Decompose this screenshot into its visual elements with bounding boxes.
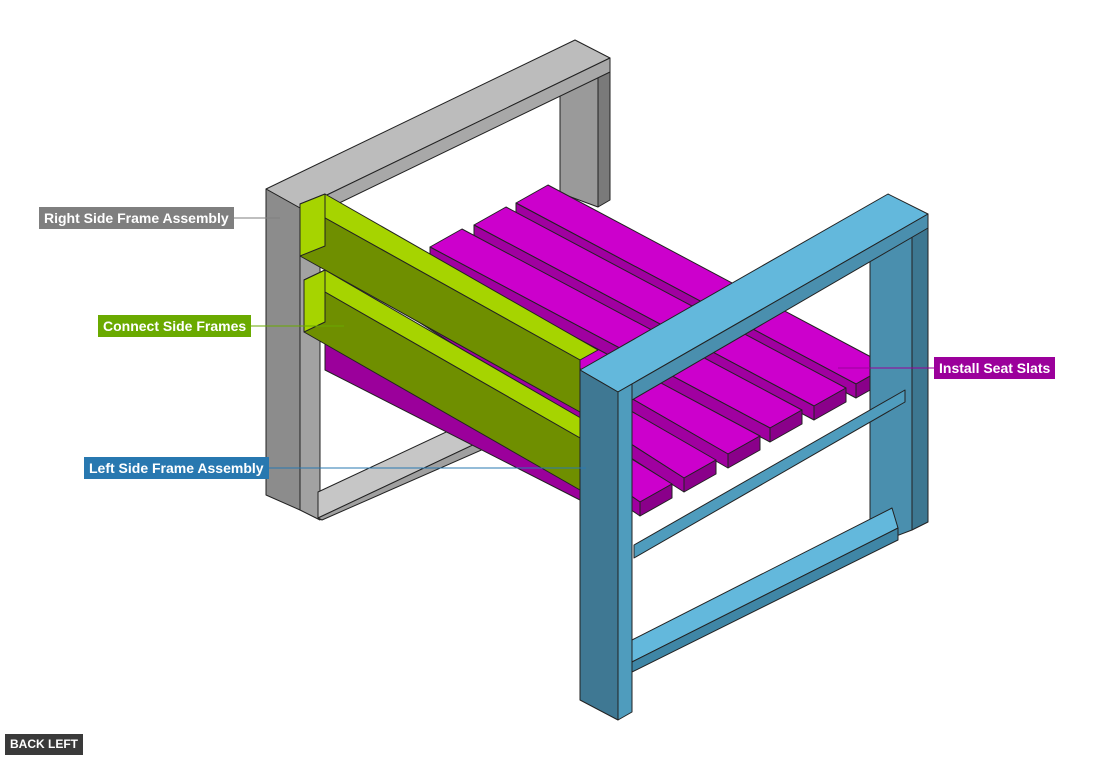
callout-install-seat-slats: Install Seat Slats <box>934 357 1056 379</box>
right-side-frame <box>265 39 611 521</box>
view-orientation-label: BACK LEFT <box>5 734 83 755</box>
callout-right-side-frame: Right Side Frame Assembly <box>39 207 234 229</box>
left-side-frame <box>579 193 929 721</box>
leader-lines <box>234 217 934 469</box>
connecting-rails <box>299 193 599 491</box>
upper-connecting-rail <box>299 193 599 413</box>
callout-left-side-frame: Left Side Frame Assembly <box>84 457 269 479</box>
callout-connect-side-frames: Connect Side Frames <box>98 315 252 337</box>
